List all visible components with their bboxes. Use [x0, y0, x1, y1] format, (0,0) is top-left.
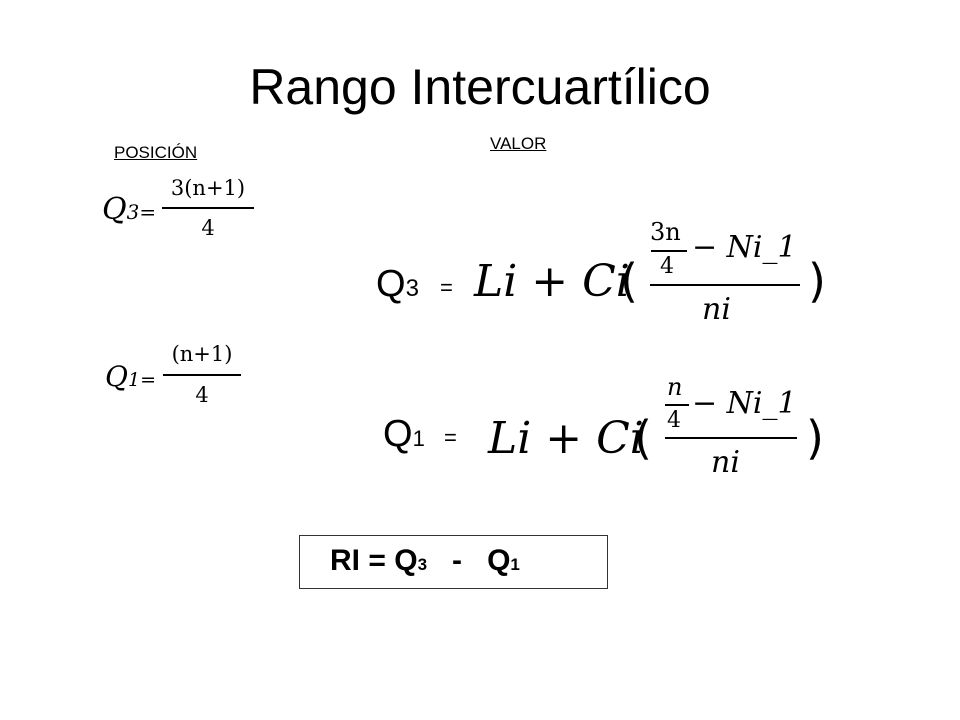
q3-value-inner-numerator: 3n: [650, 218, 681, 246]
q3-position-denominator: 4: [201, 216, 215, 240]
q1-position-numerator: (n+1): [171, 342, 233, 366]
q3-value-close-paren: ): [808, 254, 826, 308]
q3-position-lhs: Q3=: [102, 192, 157, 227]
ri-label: RI: [330, 544, 360, 577]
q3-position-numerator: 3(n+1): [170, 176, 246, 200]
q3-value-equals: =: [440, 275, 453, 300]
q1-value-main-fraction-bar: [665, 437, 797, 439]
q1-value-base: Li + Ci: [488, 413, 644, 464]
q1-value-inner-denominator: 4: [667, 408, 681, 433]
q3-value-inner-denominator: 4: [660, 254, 674, 279]
q3-value-lhs: Q3: [376, 263, 419, 305]
q1-position-denominator: 4: [195, 383, 209, 407]
q1-value-minus-term: − Ni_1: [692, 386, 797, 421]
q3-value-denominator: ni: [702, 292, 731, 327]
q3-position-fraction-bar: [162, 207, 254, 209]
q1-value-close-paren: ): [806, 411, 824, 465]
q1-value-open-paren: (: [634, 411, 652, 465]
ri-equals: =: [368, 544, 386, 577]
q1-value-equals: =: [444, 425, 457, 450]
q3-value-base: Li + Ci: [474, 256, 630, 307]
q3-value-minus-term: − Ni_1: [692, 230, 797, 265]
q1-position-lhs: Q1=: [105, 360, 156, 393]
q1-value-lhs: Q1: [383, 413, 425, 455]
ri-q3: Q: [394, 544, 418, 577]
q1-value-denominator: ni: [711, 445, 740, 480]
ri-formula-box: [299, 535, 608, 589]
ri-q3-sub: 3: [417, 555, 428, 574]
page-title: Rango Intercuartílico: [249, 59, 711, 115]
ri-formula: RI = Q3 - Q1: [330, 544, 520, 578]
q3-value-inner-fraction-bar: [651, 250, 687, 252]
valor-label: VALOR: [490, 134, 547, 153]
ri-q1: Q: [487, 544, 511, 577]
ri-q1-sub: 1: [510, 555, 520, 574]
posicion-label: POSICIÓN: [114, 143, 198, 162]
q1-position-fraction-bar: [163, 374, 241, 376]
q3-value-main-fraction-bar: [650, 284, 800, 286]
q3-value-open-paren: (: [620, 254, 638, 308]
q1-value-inner-numerator: n: [667, 373, 683, 401]
q1-value-inner-fraction-bar: [665, 404, 689, 406]
ri-minus: -: [452, 544, 463, 577]
